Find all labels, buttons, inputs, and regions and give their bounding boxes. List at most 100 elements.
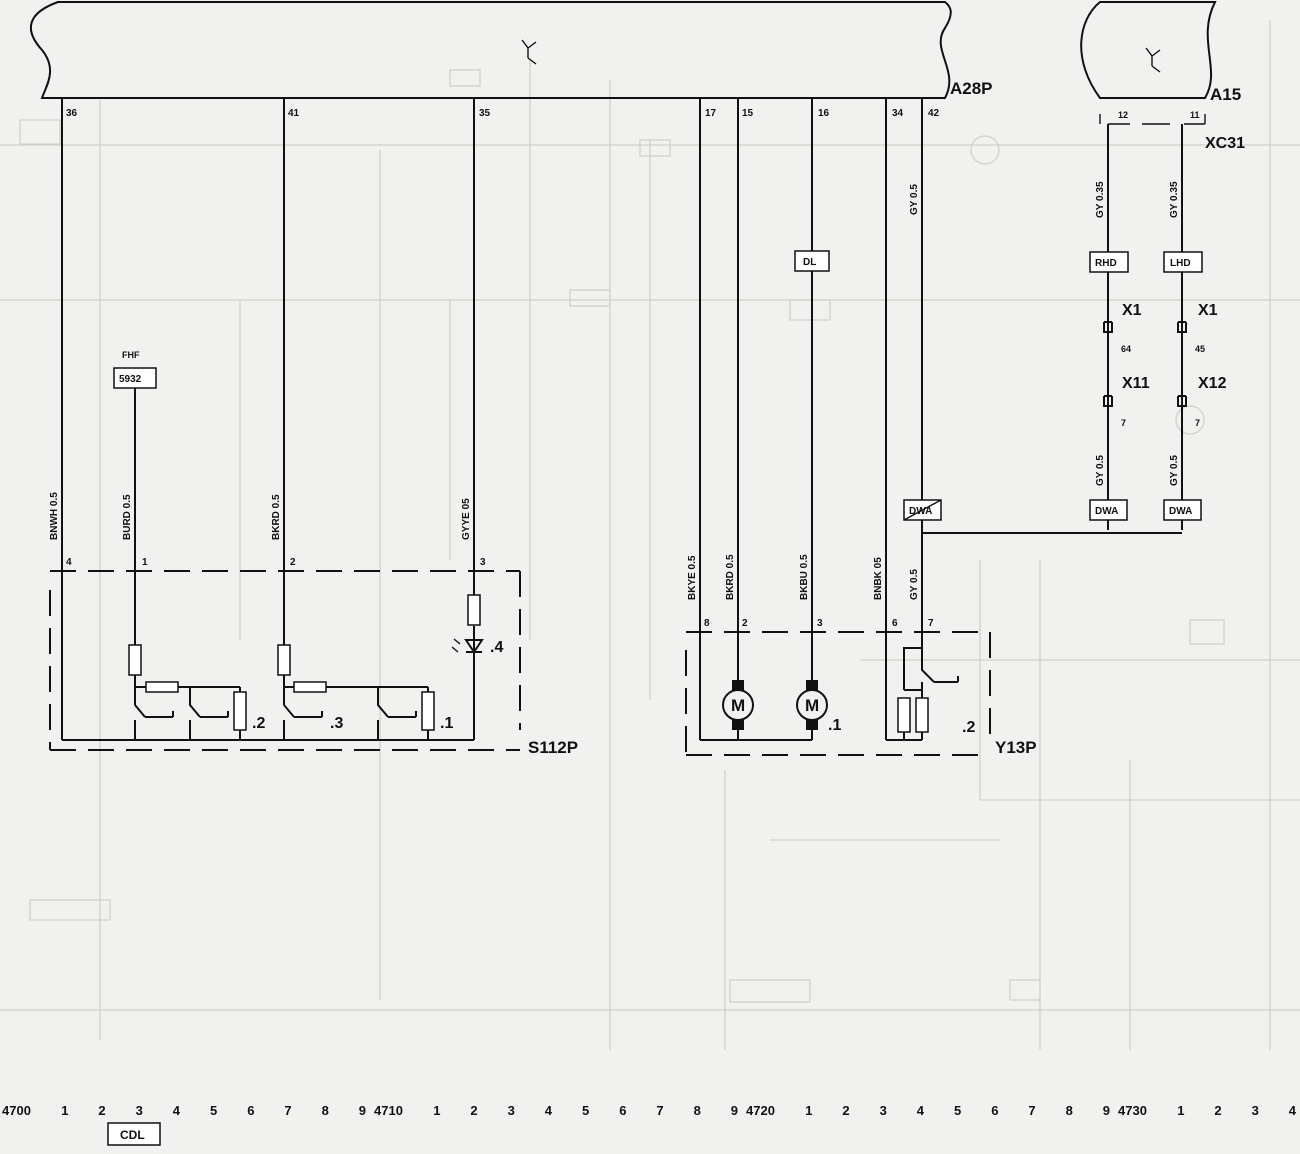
ruler-tick: 5 <box>210 1103 217 1118</box>
pin-17: 17 <box>705 108 717 119</box>
ruler-tick: 2 <box>1214 1103 1221 1118</box>
connector-x11-icon <box>1103 395 1113 407</box>
xc31-label: XC31 <box>1205 135 1245 152</box>
y13p-pin-2: 2 <box>742 618 748 629</box>
ruler-tick: 5 <box>582 1103 589 1118</box>
ruler-tick: 4 <box>173 1103 181 1118</box>
ruler-tick: 3 <box>880 1103 887 1118</box>
ruler-tick: 8 <box>694 1103 701 1118</box>
inline-connectors: X1 X1 64 45 X11 X12 7 7 <box>1103 302 1227 428</box>
switch-contact-icon <box>134 704 174 718</box>
connector-xc31: 12 11 XC31 <box>1099 110 1245 152</box>
module-symbol-icon <box>521 39 537 65</box>
ruler-tick: 3 <box>1252 1103 1259 1118</box>
cdl-label: CDL <box>120 1128 145 1142</box>
wire-labels: BNWH 0.5 BURD 0.5 BKRD 0.5 GYYE 05 BKYE … <box>49 181 1180 600</box>
ruler-tick: 8 <box>1066 1103 1073 1118</box>
s112p-pin-1: 1 <box>142 557 148 568</box>
motor-assembly-y13p: 8 2 3 6 7 M M .1 .2 Y13P <box>685 618 1037 757</box>
ruler-tick: 9 <box>359 1103 366 1118</box>
ruler-tick: 6 <box>991 1103 998 1118</box>
ruler-tick: 4 <box>1289 1103 1297 1118</box>
x11-pin-7: 7 <box>1121 418 1126 428</box>
motor-symbol: M <box>731 696 745 715</box>
ruler-tick: 7 <box>656 1103 663 1118</box>
module-symbol-icon <box>1145 47 1161 73</box>
pin-16: 16 <box>818 108 830 119</box>
wire-label-bkbu: BKBU 0.5 <box>799 554 810 600</box>
dwa-right-label: DWA <box>1169 506 1192 517</box>
a15-label: A15 <box>1210 85 1241 104</box>
ruler-tick: 4 <box>545 1103 553 1118</box>
connector-x1-right-icon <box>1177 321 1187 333</box>
y13p-pin-6: 6 <box>892 618 898 629</box>
ruler-tick: 9 <box>1103 1103 1110 1118</box>
led-icon <box>464 639 484 654</box>
rhd-label: RHD <box>1095 258 1117 269</box>
s112p-sub-3: .3 <box>330 715 343 732</box>
ruler-tick: 6 <box>247 1103 254 1118</box>
wire-label-bkye: BKYE 0.5 <box>687 555 698 600</box>
pin-15: 15 <box>742 108 754 119</box>
ruler-tick: 8 <box>322 1103 329 1118</box>
ruler-tick: 5 <box>954 1103 961 1118</box>
wire-label-gy05-left: GY 0.5 <box>1095 455 1106 486</box>
fhf-label: FHF <box>122 350 140 360</box>
a15-pin-11: 11 <box>1190 110 1200 120</box>
lhd-label: LHD <box>1170 258 1191 269</box>
pin-34: 34 <box>892 108 904 119</box>
rhd-lhd-references: RHD LHD <box>1089 251 1203 273</box>
ruler-tick: 6 <box>619 1103 626 1118</box>
connector-x1-left-icon <box>1103 321 1113 333</box>
switch-contact-icon <box>283 704 323 718</box>
ruler-tick: 4700 <box>2 1103 31 1118</box>
a28p-pins: 36 41 35 17 15 16 34 42 <box>66 108 940 119</box>
ruler-tick: 2 <box>470 1103 477 1118</box>
ruler-tick: 4720 <box>746 1103 775 1118</box>
dl-label: DL <box>803 257 816 268</box>
x12-pin-7: 7 <box>1195 418 1200 428</box>
s112p-sub-2: .2 <box>252 715 265 732</box>
led-rays-icon <box>451 638 461 653</box>
module-a28p: A28P <box>30 0 993 99</box>
wire-label-burd: BURD 0.5 <box>122 494 133 540</box>
y13p-pin-7: 7 <box>928 618 934 629</box>
switch-contact-icon <box>377 687 417 718</box>
ruler-tick: 1 <box>1177 1103 1184 1118</box>
ruler-tick: 7 <box>1028 1103 1035 1118</box>
x1-pin-64: 64 <box>1121 344 1131 354</box>
ruler-tick: 4 <box>917 1103 925 1118</box>
motor-symbol: M <box>805 696 819 715</box>
y13p-sub-1: .1 <box>828 717 841 734</box>
x12-label: X12 <box>1198 375 1227 392</box>
ruler-tick: 1 <box>805 1103 812 1118</box>
connector-x12-icon <box>1177 395 1187 407</box>
pin-41: 41 <box>288 108 300 119</box>
ruler-tick: 4730 <box>1118 1103 1147 1118</box>
ruler-tick: 3 <box>508 1103 515 1118</box>
s112p-pin-4: 4 <box>66 557 72 568</box>
wire-label-gyye: GYYE 05 <box>461 498 472 540</box>
s112p-sub-1: .1 <box>440 715 453 732</box>
ruler-tick: 3 <box>136 1103 143 1118</box>
dwa-main-label: DWA <box>909 506 932 517</box>
s112p-pin-3: 3 <box>480 557 486 568</box>
wire-label-gy-upper: GY 0.5 <box>909 184 920 215</box>
dwa-references: DWA DWA DWA <box>903 499 1202 521</box>
wires <box>61 98 1183 740</box>
switch-assembly-s112p: 4 1 2 3 .2 .3 .1 <box>49 557 578 757</box>
wire-label-bkrd-motor: BKRD 0.5 <box>725 554 736 600</box>
x11-label: X11 <box>1122 375 1150 392</box>
pin-42: 42 <box>928 108 940 119</box>
s112p-pin-2: 2 <box>290 557 296 568</box>
wire-label-gy-lower: GY 0.5 <box>909 569 920 600</box>
a28p-label: A28P <box>950 79 993 98</box>
ruler-tick: 1 <box>61 1103 68 1118</box>
wire-label-gy035-left: GY 0.35 <box>1095 181 1106 218</box>
fhf-reference: FHF 5932 <box>113 350 157 389</box>
wire-label-gy035-right: GY 0.35 <box>1169 181 1180 218</box>
x1-pin-45: 45 <box>1195 344 1205 354</box>
s112p-sub-4: .4 <box>490 639 503 656</box>
